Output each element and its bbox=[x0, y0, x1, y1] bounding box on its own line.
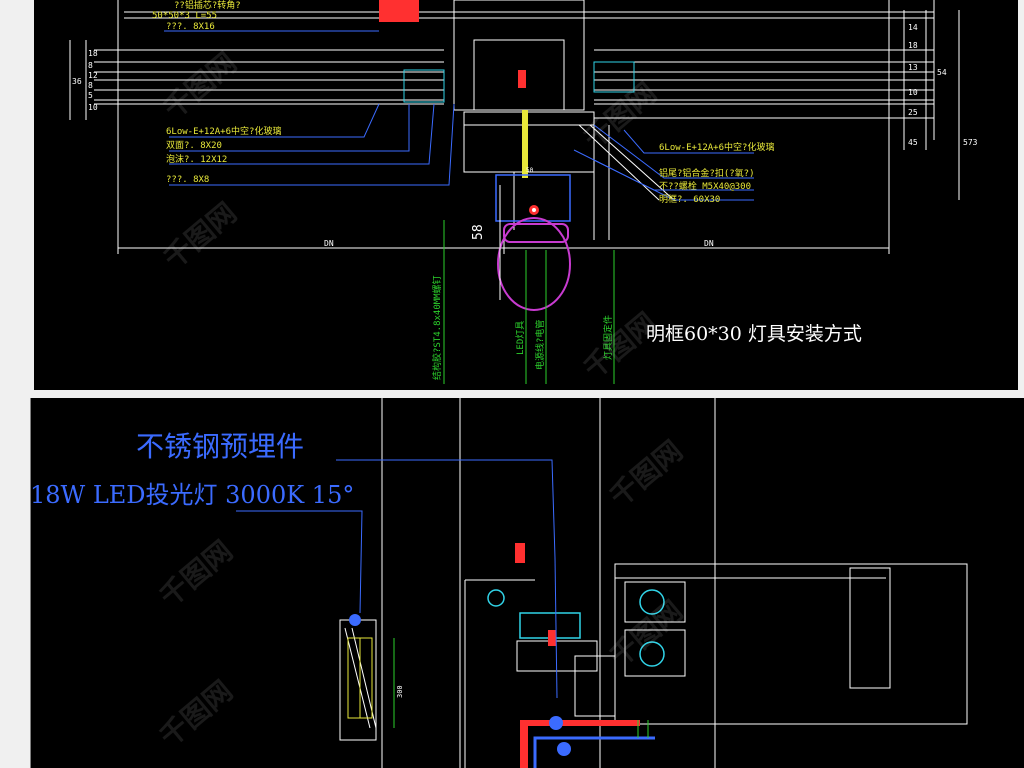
callout-corner-insert: ??铝插芯?转角? bbox=[174, 0, 241, 11]
vertical-leaders bbox=[443, 220, 615, 384]
green-ticks bbox=[393, 638, 649, 738]
bottom-drawing-svg: 不锈钢预埋件 18W LED投光灯 3000K 15° 300 千图网 千图网 … bbox=[30, 398, 968, 768]
dim-l-5: 8 bbox=[88, 81, 93, 90]
top-drawing-svg: ??铝插芯?转角? 50*50*3 L=55 ???. 8X16 6Low-E+… bbox=[69, 0, 978, 385]
dim-r-3: 13 bbox=[908, 63, 918, 72]
watermark: 千图网 bbox=[603, 594, 689, 673]
watermark: 千图网 bbox=[577, 306, 663, 385]
dimension-text: DN DN 50 58 14 18 13 10 25 45 54 573 36 … bbox=[72, 23, 978, 248]
callout-bolt: 不??螺栓 M5X40@300 bbox=[659, 180, 751, 192]
label-led-fixture: LED灯具 bbox=[515, 321, 526, 355]
frame-lines bbox=[69, 0, 960, 254]
callout-glass-right: 6Low-E+12A+6中空?化玻璃 bbox=[659, 141, 774, 153]
watermark: 千图网 bbox=[577, 76, 663, 155]
watermarks-top: 千图网 千图网 千图网 千图网 bbox=[157, 46, 663, 385]
left-callouts: ??铝插芯?转角? 50*50*3 L=55 ???. 8X16 6Low-E+… bbox=[152, 0, 281, 185]
dim-outer-right: 54 bbox=[937, 68, 947, 77]
dim-r-2: 18 bbox=[908, 41, 918, 50]
dim-left: DN bbox=[324, 239, 334, 248]
callout-glass-left: 6Low-E+12A+6中空?化玻璃 bbox=[166, 125, 281, 137]
fixture-blue bbox=[533, 736, 655, 768]
led-fixture bbox=[495, 174, 571, 311]
label-flood-light: 18W LED投光灯 3000K 15° bbox=[30, 481, 354, 509]
watermark: 千图网 bbox=[157, 196, 243, 275]
callout-double-tape: 双面?. 8X20 bbox=[166, 140, 222, 151]
watermark: 千图网 bbox=[153, 674, 239, 753]
callout-leaders-right bbox=[573, 124, 754, 201]
callout-foam-rod: 泡沫?. 12X12 bbox=[166, 153, 227, 165]
dim-outer-right-2: 573 bbox=[963, 138, 978, 147]
drawing-caption: 明框60*30 灯具安装方式 bbox=[646, 323, 862, 345]
dim-l-6: 5 bbox=[88, 91, 93, 100]
dim-r-6: 45 bbox=[908, 138, 918, 147]
sealant-red bbox=[379, 0, 526, 88]
dim-tag: 300 bbox=[396, 685, 404, 698]
label-screw: 结构胶?ST4.8x40MM螺钉 bbox=[431, 275, 443, 380]
vertical-labels: 结构胶?ST4.8x40MM螺钉 LED灯具 电源线?电管 灯具固定件 bbox=[431, 275, 614, 380]
dim-l-2: 18 bbox=[88, 49, 98, 58]
callout-block-size: ???. 8X16 bbox=[166, 22, 215, 32]
anchor-red bbox=[515, 543, 640, 768]
top-drawing-panel: ??铝插芯?转角? 50*50*3 L=55 ???. 8X16 6Low-E+… bbox=[34, 0, 1018, 390]
watermark: 千图网 bbox=[157, 46, 243, 125]
light-housing bbox=[347, 637, 373, 719]
label-conduit: 电源线?电管 bbox=[534, 320, 546, 370]
dim-l-3: 8 bbox=[88, 61, 93, 70]
bracket-parts bbox=[487, 589, 665, 667]
center-rod bbox=[522, 110, 528, 178]
callout-frame: 明框?. 60X30 bbox=[659, 193, 720, 205]
dim-l-1: 36 bbox=[72, 77, 82, 86]
dim-right: DN bbox=[704, 239, 714, 248]
label-embedded-plate: 不锈钢预埋件 bbox=[136, 430, 304, 463]
glass-units bbox=[403, 61, 635, 103]
dim-l-7: 10 bbox=[88, 103, 98, 112]
leader-lines bbox=[236, 459, 558, 699]
label-bracket: 灯具固定件 bbox=[602, 315, 614, 360]
dim-r-4: 10 bbox=[908, 88, 918, 97]
callout-leaders-left bbox=[164, 30, 455, 186]
dim-vertical: 58 bbox=[471, 224, 486, 240]
dim-r-5: 25 bbox=[908, 108, 918, 117]
dim-r-1: 14 bbox=[908, 23, 918, 32]
callout-gasket: ???. 8X8 bbox=[166, 175, 209, 185]
right-callouts: 6Low-E+12A+6中空?化玻璃 铝尾?铝合金?扣(?氧?) 不??螺栓 M… bbox=[659, 141, 774, 205]
dim-l-4: 12 bbox=[88, 71, 98, 80]
bottom-drawing-panel: 不锈钢预埋件 18W LED投光灯 3000K 15° 300 千图网 千图网 … bbox=[30, 398, 1024, 768]
callout-cap: 铝尾?铝合金?扣(?氧?) bbox=[659, 167, 755, 179]
fixture-dots bbox=[349, 614, 571, 756]
dim-small: 50 bbox=[526, 167, 534, 174]
watermark: 千图网 bbox=[153, 534, 239, 613]
callout-angle-size: 50*50*3 L=55 bbox=[152, 11, 217, 21]
watermark: 千图网 bbox=[603, 434, 689, 513]
